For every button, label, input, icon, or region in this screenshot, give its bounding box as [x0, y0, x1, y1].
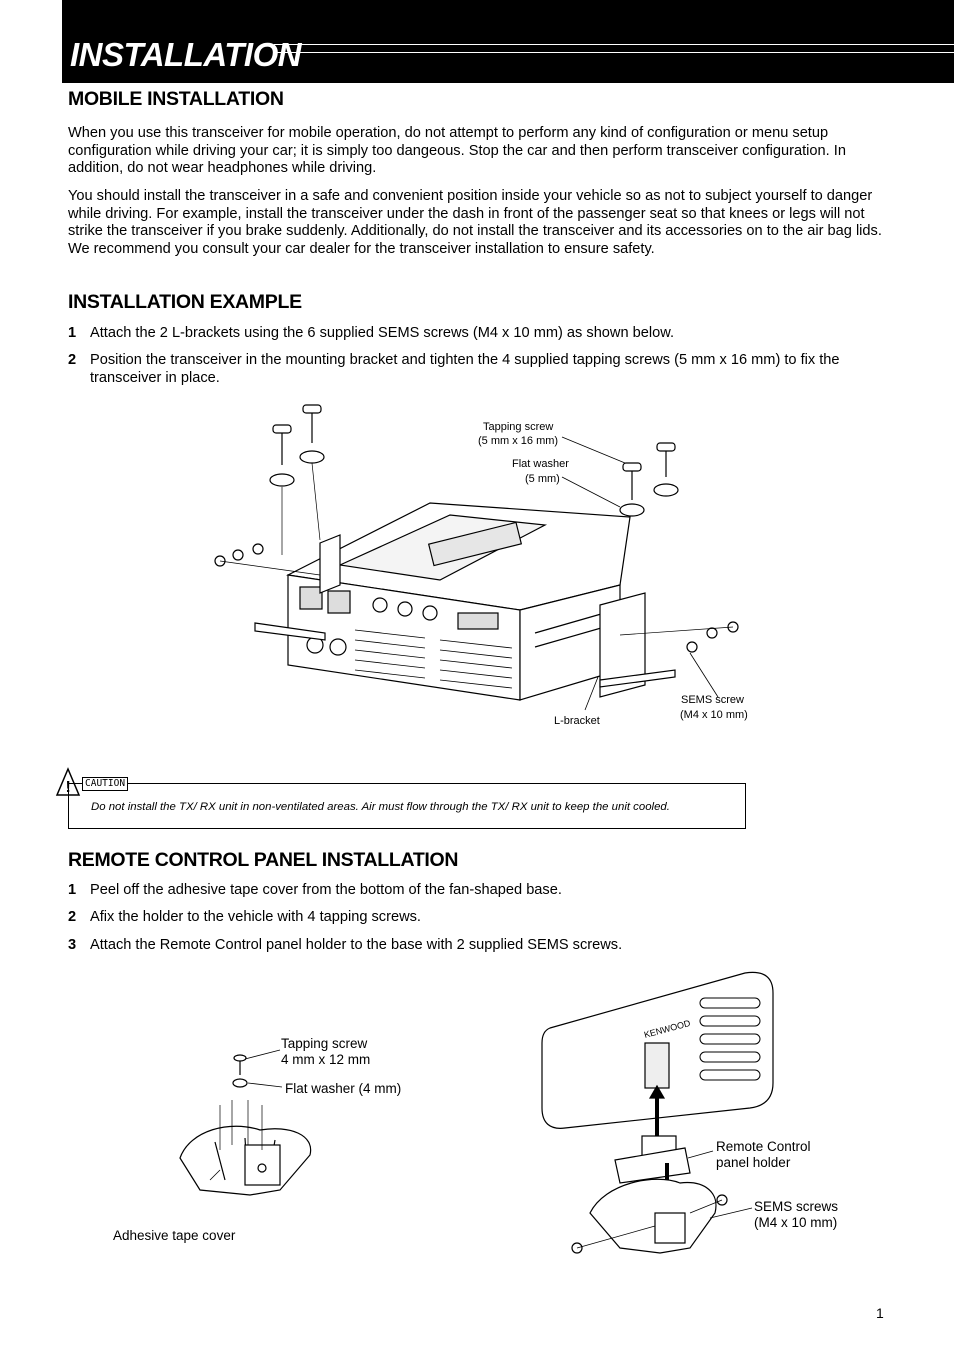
- mobile-installation-heading: MOBILE INSTALLATION: [68, 88, 284, 110]
- mobile-paragraph-2: You should install the transceiver in a …: [68, 188, 882, 257]
- label-sems-screws-2: (M4 x 10 mm): [754, 1215, 838, 1230]
- fan-base-figure: [179, 1054, 312, 1196]
- label-tapping-screw-remote-size: 4 mm x 12 mm: [281, 1052, 371, 1067]
- step-text: Afix the holder to the vehicle with 4 ta…: [90, 909, 421, 925]
- page-header: INSTALLATION: [62, 0, 954, 83]
- remote-step: 1 Peel off the adhesive tape cover from …: [68, 882, 888, 900]
- step-text: Peel off the adhesive tape cover from th…: [90, 882, 562, 898]
- leader-lines-left: [244, 1049, 283, 1088]
- label-tapping-screw-size: (5 mm x 16 mm): [478, 435, 559, 447]
- label-sems-screw-size: (M4 x 10 mm): [680, 709, 748, 721]
- step-number: 2: [68, 352, 77, 368]
- caution-tag: CAUTION: [82, 777, 129, 791]
- step-number: 1: [68, 325, 77, 341]
- step-text: Position the transceiver in the mounting…: [90, 352, 840, 386]
- step-text: Attach the 2 L-brackets using the 6 supp…: [90, 325, 675, 341]
- label-l-bracket: L-bracket: [554, 715, 600, 727]
- caution-text: Do not install the TX/ RX unit in non-ve…: [91, 801, 670, 813]
- remote-panel-figure: KENWOOD: [541, 971, 774, 1254]
- label-sems-screws-1: SEMS screws: [754, 1199, 839, 1214]
- label-flat-washer-remote: Flat washer (4 mm): [285, 1081, 402, 1096]
- label-adhesive-tape-cover: Adhesive tape cover: [113, 1228, 236, 1243]
- remote-step: 3 Attach the Remote Control panel holder…: [68, 937, 888, 955]
- label-sems-screw: SEMS screw: [681, 694, 744, 706]
- transceiver-installation-figure: [214, 404, 739, 711]
- mobile-paragraph-1: When you use this transceiver for mobile…: [68, 125, 846, 176]
- step-number: 1: [68, 882, 77, 898]
- example-step: 2 Position the transceiver in the mounti…: [68, 352, 888, 387]
- remote-step: 2 Afix the holder to the vehicle with 4 …: [68, 909, 888, 927]
- label-remote-holder-2: panel holder: [716, 1155, 791, 1170]
- page-title: INSTALLATION: [70, 36, 302, 73]
- step-number: 2: [68, 909, 77, 925]
- label-flat-washer-size: (5 mm): [525, 473, 560, 485]
- example-step: 1 Attach the 2 L-brackets using the 6 su…: [68, 325, 888, 343]
- label-remote-holder-1: Remote Control: [716, 1139, 811, 1154]
- label-tapping-screw: Tapping screw: [483, 421, 554, 433]
- page-number: 1: [876, 1305, 884, 1321]
- label-tapping-screw-remote: Tapping screw: [281, 1036, 368, 1051]
- installation-example-heading: INSTALLATION EXAMPLE: [68, 291, 302, 313]
- header-rule: [274, 44, 954, 53]
- remote-installation-heading: REMOTE CONTROL PANEL INSTALLATION: [68, 849, 459, 871]
- step-text: Attach the Remote Control panel holder t…: [90, 937, 623, 953]
- label-flat-washer: Flat washer: [512, 458, 569, 470]
- caution-box: [68, 783, 746, 829]
- step-number: 3: [68, 937, 77, 953]
